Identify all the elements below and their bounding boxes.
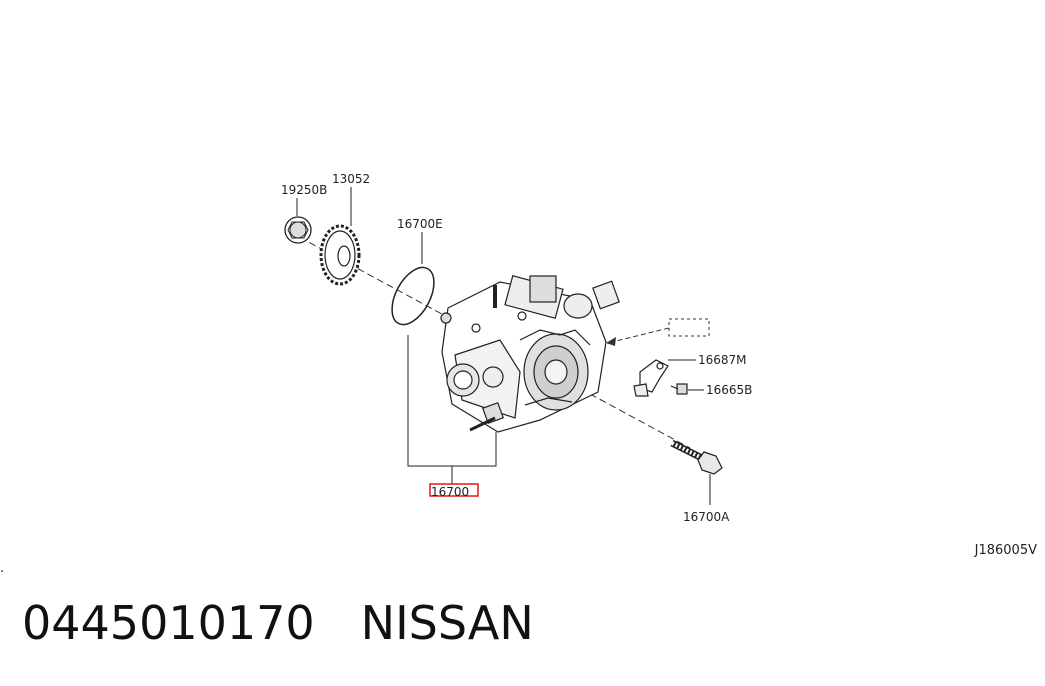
label-small-bolt: 16665B	[706, 383, 752, 397]
label-o-ring: 16700E	[397, 217, 443, 231]
footer-caption: 0445010170 NISSAN	[22, 596, 534, 650]
sensor-part	[633, 359, 669, 397]
washer-part	[284, 216, 312, 244]
reference-code: J186005V	[974, 543, 1037, 558]
part-number: 0445010170	[22, 596, 315, 650]
label-washer: 19250B	[281, 183, 327, 197]
label-sensor: 16687M	[698, 353, 747, 367]
small-bolt-part	[670, 383, 688, 395]
axis-line	[289, 231, 691, 449]
gear-part	[319, 224, 361, 286]
brand-name: NISSAN	[360, 596, 534, 650]
label-pump: 16700	[431, 485, 469, 499]
label-bolt: 16700A	[683, 510, 730, 524]
o-ring-part	[391, 266, 435, 326]
pump-part	[440, 275, 620, 433]
reference-box	[668, 318, 710, 337]
label-gear: 13052	[332, 172, 370, 186]
bolt-part	[670, 439, 723, 475]
highlight-box	[429, 483, 479, 497]
